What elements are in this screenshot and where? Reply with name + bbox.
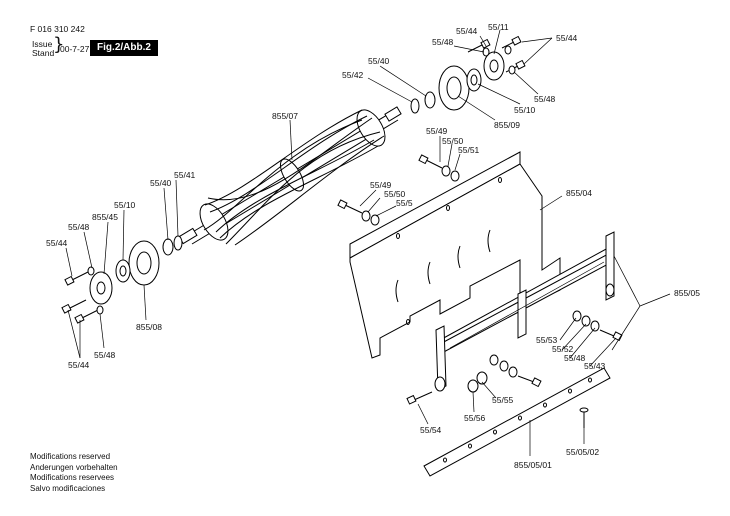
screw-55-05-02: [579, 407, 589, 428]
label-55-44-left: 55/44: [46, 238, 68, 248]
note-spanish: Salvo modificaciones: [30, 483, 106, 493]
label-855-05: 855/05: [674, 288, 700, 298]
left-bearing-assembly: [61, 235, 183, 324]
label-55-44-top: 55/44: [456, 26, 478, 36]
brace-symbol: }: [53, 34, 65, 55]
screw-55-44-right1: [501, 35, 522, 49]
label-855-45: 855/45: [92, 212, 118, 222]
label-55-10-left: 55/10: [114, 200, 136, 210]
modification-notes: Modifications reserved Anderungen vorbeh…: [30, 452, 118, 494]
label-55-44-bottom: 55/44: [68, 360, 90, 370]
label-55-5: 55/5: [396, 198, 413, 208]
figure-badge: Fig.2/Abb.2: [90, 40, 158, 56]
label-855-04: 855/04: [566, 188, 592, 198]
flange-55-11: [483, 51, 505, 81]
bearing-55-10-right: [466, 68, 482, 92]
screw-55-44-upper: [64, 271, 89, 286]
label-55-55: 55/55: [492, 395, 514, 405]
flange-855-45: [89, 271, 113, 305]
washer-55-40-left: [162, 238, 174, 256]
bearing-housing-855-09: [438, 65, 470, 111]
leader-lines: [65, 29, 671, 456]
label-55-40-left: 55/40: [150, 178, 172, 188]
frame-855-05: [434, 231, 615, 392]
label-55-52: 55/52: [552, 344, 574, 354]
label-55-49-a: 55/49: [426, 126, 448, 136]
reel-cylinder: [178, 106, 402, 246]
frame-screws-left: [467, 354, 542, 393]
label-55-51: 55/51: [458, 145, 480, 155]
stand-label: Stand: [32, 48, 55, 58]
screw-55-44-bottom: [74, 309, 99, 324]
label-55-05-02: 55/05/02: [566, 447, 599, 457]
bolt-55-54: [406, 391, 433, 405]
label-55-40-top: 55/40: [368, 56, 390, 66]
screw-55-44-right2: [505, 59, 526, 73]
label-55-11: 55/11: [488, 22, 509, 32]
cover-screws-upper: [418, 154, 460, 182]
washer-55-42: [410, 98, 420, 114]
label-55-56: 55/56: [464, 413, 486, 423]
note-german: Anderungen vorbehalten: [30, 462, 118, 472]
note-french: Modifications reservees: [30, 473, 115, 482]
cover-screws-lower: [337, 199, 380, 226]
label-855-08: 855/08: [136, 322, 162, 332]
right-bearing-assembly: [410, 35, 526, 114]
label-55-49-b: 55/49: [370, 180, 392, 190]
washer-55-40-right: [424, 91, 436, 109]
note-english: Modifications reserved: [30, 452, 111, 461]
label-55-48-mid: 55/48: [564, 353, 586, 363]
label-855-05-01: 855/05/01: [514, 460, 552, 470]
issue-label: Issue: [32, 39, 53, 49]
label-855-09: 855/09: [494, 120, 520, 130]
bed-knife-855-05-01: [423, 367, 611, 477]
document-number: F 016 310 242: [30, 24, 85, 34]
screw-55-44-lower: [61, 299, 87, 314]
issue-date: 00-7-27: [60, 44, 90, 54]
washer-55-41: [173, 235, 183, 251]
label-55-42: 55/42: [342, 70, 364, 80]
label-55-43: 55/43: [584, 361, 606, 371]
label-55-48-right: 55/48: [534, 94, 556, 104]
label-55-50-a: 55/50: [442, 136, 464, 146]
label-55-41: 55/41: [174, 170, 196, 180]
label-55-48-left: 55/48: [68, 222, 90, 232]
bearing-housing-855-08: [128, 240, 160, 286]
label-55-44-right: 55/44: [556, 33, 578, 43]
bearing-55-10-left: [115, 259, 131, 283]
label-855-07: 855/07: [272, 111, 298, 121]
label-55-48-bottom: 55/48: [94, 350, 116, 360]
cover-plate-855-04: [349, 151, 561, 359]
label-55-53: 55/53: [536, 335, 558, 345]
label-55-50-b: 55/50: [384, 189, 406, 199]
label-55-48-top: 55/48: [432, 37, 454, 47]
label-55-10-right: 55/10: [514, 105, 536, 115]
frame-screws-right: [572, 310, 623, 342]
label-55-54: 55/54: [420, 425, 442, 435]
